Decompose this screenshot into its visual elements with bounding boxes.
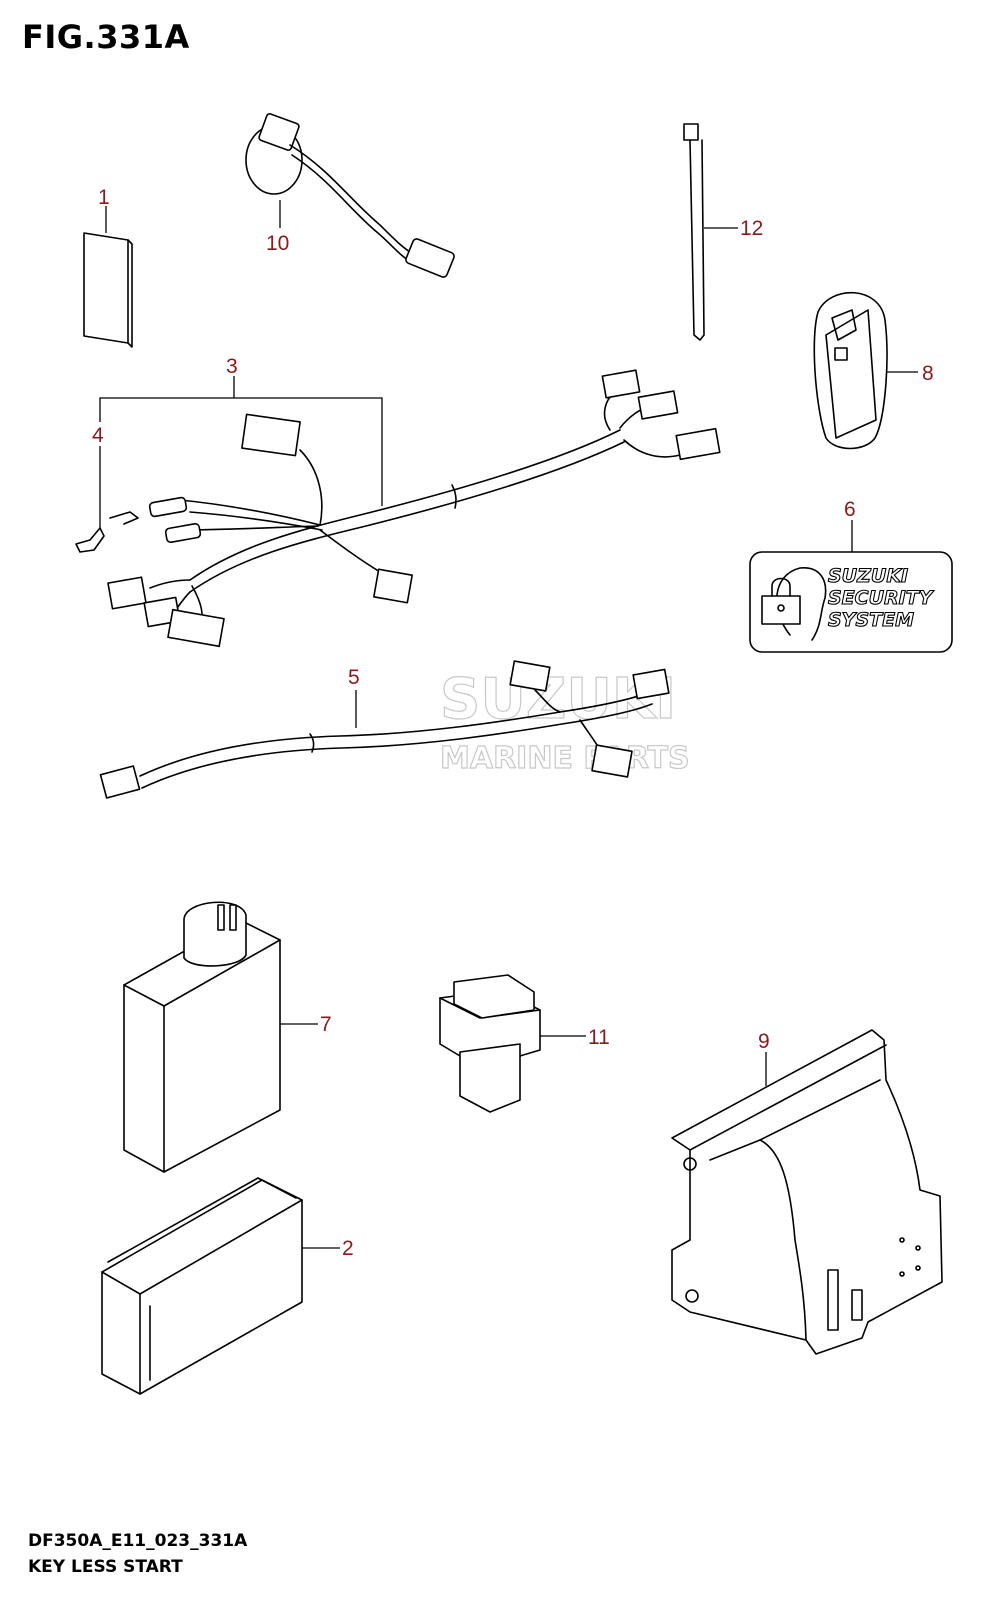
callout-3: 3 bbox=[226, 355, 238, 378]
sticker-line-2: SECURITY bbox=[828, 587, 935, 609]
callout-7: 7 bbox=[320, 1013, 332, 1036]
footer-model-code: DF350A_E11_023_331A bbox=[28, 1531, 248, 1551]
part-11-switch: 11 bbox=[439, 974, 610, 1113]
part-10-sensor-harness: 10 bbox=[245, 113, 455, 278]
callout-2: 2 bbox=[342, 1237, 354, 1260]
part-12-cable-tie: 12 bbox=[683, 123, 763, 341]
part-2-holder: 2 bbox=[101, 1177, 354, 1395]
part-7-control-module: 7 bbox=[123, 901, 332, 1173]
callout-12: 12 bbox=[740, 217, 763, 240]
callout-4: 4 bbox=[92, 424, 104, 447]
part-1-label-sheet: 1 bbox=[83, 186, 133, 348]
figure-title: FIG.331A bbox=[22, 18, 190, 56]
callout-5: 5 bbox=[348, 666, 360, 689]
watermark-subtitle: MARINE PARTS bbox=[440, 741, 690, 776]
sticker-line-3: SYSTEM bbox=[828, 609, 914, 631]
part-3-main-harness: 3 4 bbox=[75, 355, 721, 648]
part-5-harness: 5 bbox=[99, 660, 670, 799]
part-6-security-sticker: 6 SUZUKI SECURITY SYSTEM bbox=[749, 498, 953, 653]
callout-6: 6 bbox=[844, 498, 856, 521]
callout-8: 8 bbox=[922, 362, 934, 385]
part-9-bracket: 9 bbox=[671, 1029, 943, 1355]
callout-1: 1 bbox=[98, 186, 110, 209]
footer-section-name: KEY LESS START bbox=[28, 1557, 183, 1577]
callout-9: 9 bbox=[758, 1030, 770, 1053]
callout-11: 11 bbox=[588, 1026, 610, 1049]
sticker-line-1: SUZUKI bbox=[828, 565, 908, 587]
callout-10: 10 bbox=[266, 232, 289, 255]
part-8-key-fob: 8 bbox=[813, 291, 934, 450]
